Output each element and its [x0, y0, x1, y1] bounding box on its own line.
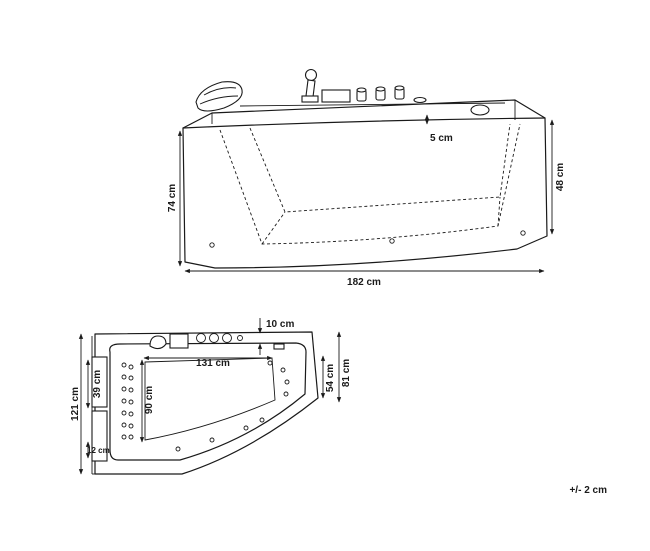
basin-right-label: 54 cm: [325, 364, 336, 392]
side-view: 5 cm 74 cm 48 cm 182 cm: [167, 68, 566, 288]
basin-floor: [144, 357, 276, 441]
rim-width-label: 5 cm: [430, 133, 453, 144]
control-panel-icon: [169, 333, 189, 349]
jet-icon: [389, 238, 395, 244]
faucet-knobs-icon: [356, 85, 405, 102]
tub-inner-rim: [239, 102, 506, 107]
overall-height-label: 74 cm: [167, 184, 178, 212]
tub-rim: [182, 117, 546, 129]
headrest-icon: [149, 335, 167, 350]
deck-fixtures: [149, 333, 285, 350]
jet-icon: [520, 230, 526, 236]
bottom-segment-label: 12 cm: [87, 446, 110, 455]
overall-width-label: 121 cm: [70, 387, 81, 421]
top-view: 10 cm 131 cm 90 cm 121 cm 39 cm 12 cm 54…: [70, 318, 352, 475]
headrest-icon: [195, 81, 243, 112]
jets-left: [121, 362, 134, 440]
left-panel-lower: [91, 410, 108, 462]
left-segment-label: 39 cm: [92, 370, 103, 398]
jet-icon: [209, 242, 215, 248]
overflow-icon: [470, 104, 490, 116]
tub-side-outline: [182, 99, 548, 269]
tub-depth-label: 48 cm: [555, 163, 566, 191]
jets-right: [267, 360, 290, 397]
hand-shower-icon: [301, 68, 319, 103]
jets-floor: [175, 417, 265, 452]
basin-length-label: 131 cm: [196, 358, 230, 369]
deck-edge-label: 10 cm: [266, 319, 294, 330]
right-height-label: 81 cm: [341, 359, 352, 387]
basin-rim: [109, 342, 307, 461]
basin-hidden-line: [219, 123, 521, 245]
overflow-icon: [273, 343, 285, 350]
basin-width-label: 90 cm: [144, 386, 155, 414]
tolerance-label: +/- 2 cm: [569, 485, 607, 496]
button-icon: [413, 96, 427, 104]
tub-top-outline: [94, 331, 319, 475]
overall-length-label: 182 cm: [347, 277, 381, 288]
left-panel: [91, 356, 108, 408]
control-panel-icon: [321, 89, 351, 103]
